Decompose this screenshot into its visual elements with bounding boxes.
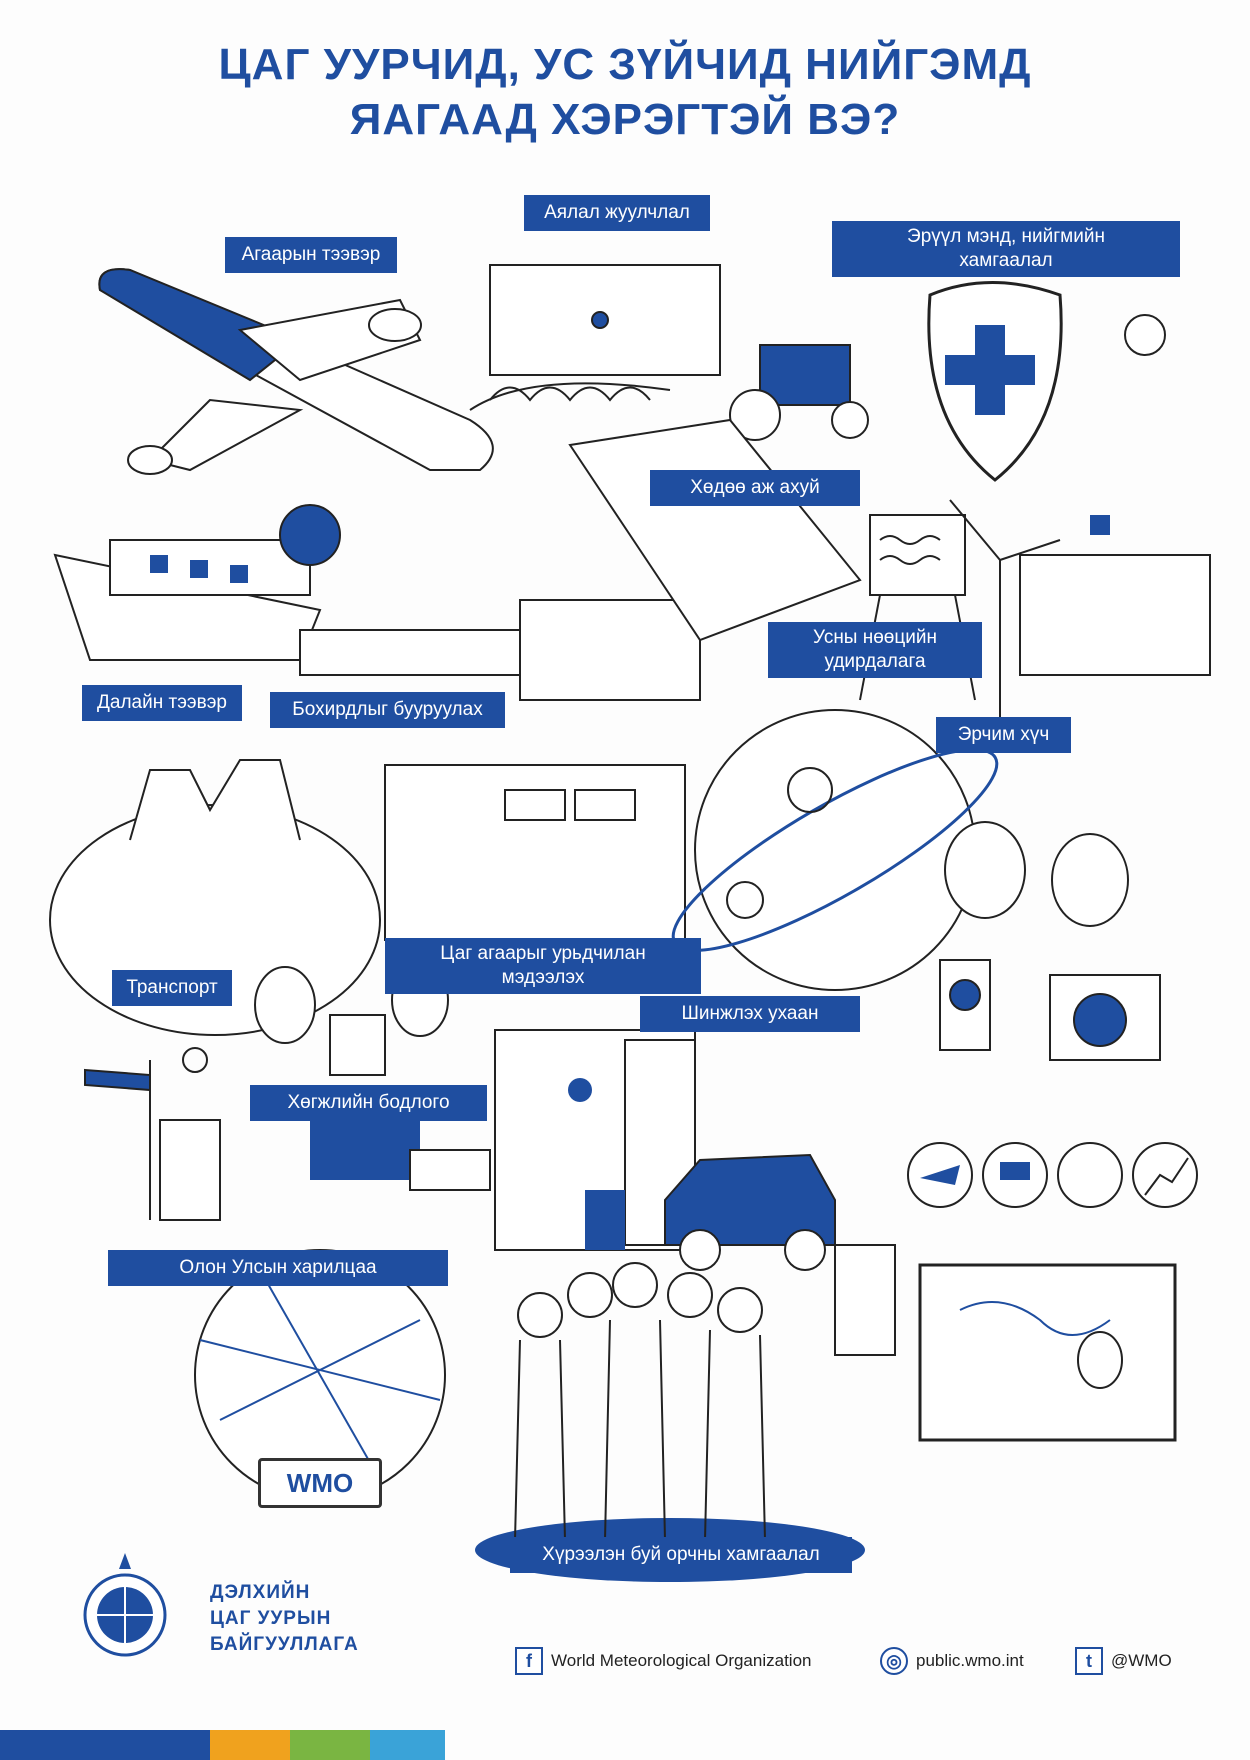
solar-panel-illustration — [568, 418, 862, 642]
sector-icons-row — [907, 1142, 1198, 1208]
twitter-text: @WMO — [1111, 1651, 1172, 1670]
station-building — [519, 599, 701, 701]
weather-station-illustration — [84, 1047, 221, 1221]
science-board-illustration — [494, 1029, 696, 1251]
label-science: Шинжлэх ухаан — [640, 996, 860, 1032]
label-development-policy: Хөгжлийн бодлого — [250, 1085, 487, 1121]
twitter-icon: t — [1075, 1647, 1103, 1675]
siren-icon — [1090, 515, 1110, 535]
org-name-line3: БАЙГУУЛЛАГА — [210, 1634, 359, 1655]
org-name-line2: ЦАГ УУРЫН — [210, 1608, 332, 1629]
weather-balloon-illustration — [279, 504, 341, 566]
label-environment: Хүрээлэн буй орчны хамгаалал — [510, 1537, 852, 1573]
international-globe-illustration — [194, 1249, 446, 1501]
page-title-line1: ЦАГ УУРЧИД, УС ЗҮЙЧИД НИЙГЭМД — [218, 40, 1032, 89]
org-name: ДЭЛХИЙН ЦАГ УУРЫН БАЙГУУЛЛАГА — [210, 1580, 359, 1658]
tv-broadcast-illustration — [918, 1263, 1177, 1442]
weather-car-illustration — [664, 1153, 836, 1271]
airplane-illustration — [98, 268, 494, 475]
label-international-relations: Олон Улсын харилцаа — [108, 1250, 448, 1286]
label-health-line2: хамгаалал — [959, 250, 1053, 271]
label-air-transport: Агаарын тээвэр — [225, 237, 397, 273]
policy-makers-illustration — [254, 963, 491, 1191]
label-energy: Эрчим хүч — [936, 717, 1071, 753]
health-shield-illustration — [927, 281, 1166, 482]
tourism-illustration — [469, 264, 721, 411]
globe-icon: ◎ — [880, 1647, 908, 1675]
label-health-line1: Эрүүл мэнд, нийгмийн — [907, 226, 1105, 247]
label-health: Эрүүл мэнд, нийгмийн хамгаалал — [832, 221, 1180, 277]
water-tower-illustration — [859, 514, 976, 701]
wind-turbine-illustration — [949, 499, 1061, 720]
label-forecast: Цаг агаарыг урьдчилан мэдээлэх — [385, 938, 701, 994]
earth-globe-illustration — [671, 709, 999, 991]
label-water-line2: удирдалага — [824, 651, 926, 672]
org-name-line1: ДЭЛХИЙН — [210, 1582, 311, 1603]
twitter-link[interactable]: t @WMO — [1075, 1647, 1172, 1675]
facebook-text: World Meteorological Organization — [551, 1651, 812, 1670]
label-forecast-line1: Цаг агаарыг урьдчилан — [440, 943, 646, 964]
observation-platform — [299, 629, 531, 676]
facebook-icon: f — [515, 1647, 543, 1675]
website-text: public.wmo.int — [916, 1651, 1024, 1670]
label-water-line1: Усны нөөцийн — [813, 627, 937, 648]
color-bar-orange — [210, 1730, 290, 1760]
wmo-logo-icon — [83, 1553, 167, 1657]
label-tourism: Аялал жуулчлал — [524, 195, 710, 231]
facebook-link[interactable]: f World Meteorological Organization — [515, 1647, 811, 1675]
label-maritime: Далайн тээвэр — [82, 685, 242, 721]
label-water-management: Усны нөөцийн удирдалага — [768, 622, 982, 678]
label-agriculture: Хөдөө аж ахуй — [650, 470, 860, 506]
emergency-map-board — [1019, 554, 1211, 676]
page-title-line2: ЯАГААД ХЭРЭГТЭЙ ВЭ? — [349, 95, 901, 144]
illustration-scene — [49, 264, 1211, 1657]
professionals-group-illustration — [475, 1262, 865, 1582]
people-with-devices-illustration — [939, 821, 1161, 1061]
color-bar-green — [290, 1730, 370, 1760]
website-link[interactable]: ◎ public.wmo.int — [880, 1647, 1024, 1675]
label-forecast-line2: мэдээлэх — [501, 967, 585, 988]
instrument-illustration — [834, 1244, 896, 1356]
color-bar-blue — [0, 1730, 210, 1760]
globe-wmo-sign: WMO — [258, 1458, 382, 1508]
label-transport: Транспорт — [112, 970, 232, 1006]
ship-illustration — [53, 539, 322, 661]
label-pollution: Бохирдлыг бууруулах — [270, 692, 505, 728]
color-bar-cyan — [370, 1730, 445, 1760]
tractor-illustration — [729, 344, 869, 441]
